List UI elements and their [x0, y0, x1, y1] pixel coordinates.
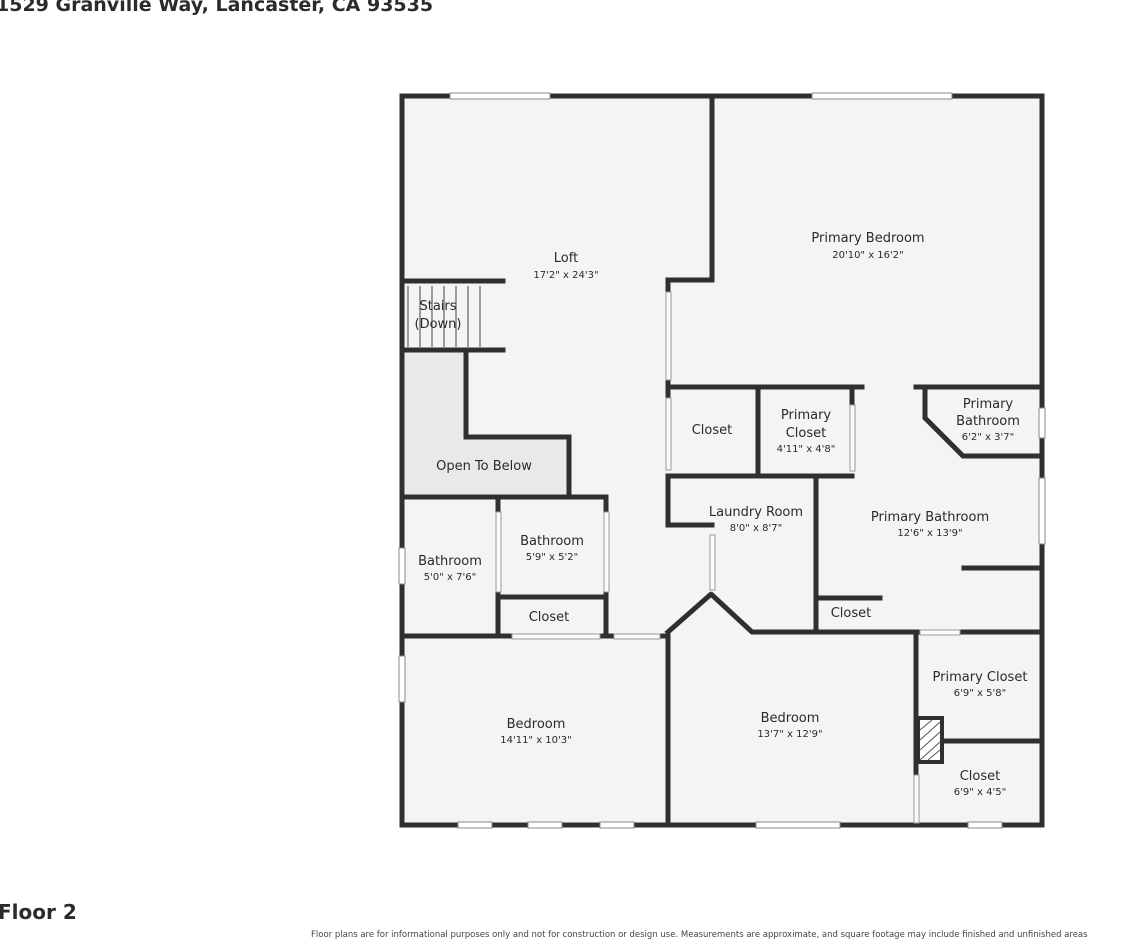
primary-closet-2-dims: 6'9" x 5'8"	[954, 688, 1006, 699]
doorways	[495, 291, 961, 824]
windows	[398, 92, 1046, 829]
primary-bedroom-label: Primary Bedroom	[811, 231, 924, 246]
laundry-room-dims: 8'0" x 8'7"	[730, 523, 782, 534]
laundry-room-label: Laundry Room	[709, 505, 803, 520]
closet-label-4: Closet	[960, 769, 1001, 784]
primary-closet-2-label: Primary Closet	[933, 670, 1028, 685]
open-to-below-area	[405, 352, 569, 497]
chimney-hatch-icon	[916, 716, 944, 764]
stair-treads	[407, 286, 481, 347]
primary-bathroom-dims: 12'6" x 13'9"	[897, 528, 962, 539]
loft-label: Loft	[554, 251, 578, 266]
disclaimer-text: Floor plans are for informational purpos…	[311, 930, 1088, 940]
bathroom-label-2: Bathroom	[418, 554, 482, 569]
primary-bathroom-label: Primary Bathroom	[871, 510, 989, 525]
loft-dims: 17'2" x 24'3"	[533, 270, 598, 281]
primary-closet-label-2: Closet	[786, 426, 827, 441]
bathroom-dims: 5'9" x 5'2"	[526, 552, 578, 563]
bedroom-label: Bedroom	[507, 717, 566, 732]
closet-label-3: Closet	[831, 606, 872, 621]
floor-label: Floor 2	[0, 900, 77, 924]
bedroom-label-2: Bedroom	[761, 711, 820, 726]
primary-bathroom-small-label: Primary	[963, 397, 1014, 412]
primary-bathroom-small-label-2: Bathroom	[956, 414, 1020, 429]
bathroom-label: Bathroom	[520, 534, 584, 549]
stairs-label: Stairs	[419, 299, 456, 314]
primary-bedroom-dims: 20'10" x 16'2"	[832, 250, 904, 261]
bedroom-dims: 14'11" x 10'3"	[500, 735, 572, 746]
stairs-down-label: (Down)	[415, 317, 462, 332]
open-to-below-label: Open To Below	[436, 459, 532, 474]
primary-closet-dims: 4'11" x 4'8"	[777, 444, 836, 455]
bathroom-dims-2: 5'0" x 7'6"	[424, 572, 476, 583]
bedroom-dims-2: 13'7" x 12'9"	[757, 729, 822, 740]
closet-label-2: Closet	[529, 610, 570, 625]
primary-bathroom-small-dims: 6'2" x 3'7"	[962, 432, 1014, 443]
closet-dims-4: 6'9" x 4'5"	[954, 787, 1006, 798]
property-address: 1529 Granville Way, Lancaster, CA 93535	[0, 0, 434, 16]
primary-closet-label: Primary	[781, 408, 832, 423]
closet-label: Closet	[692, 423, 733, 438]
